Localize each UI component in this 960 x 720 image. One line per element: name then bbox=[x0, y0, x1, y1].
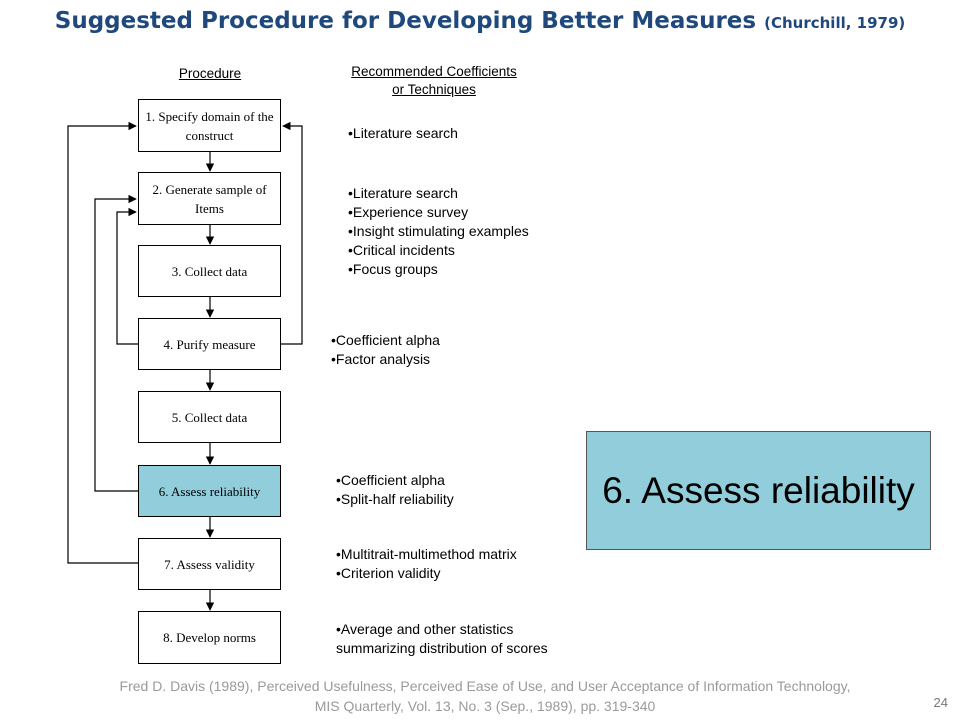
techniques-specify: Literature search bbox=[348, 124, 458, 143]
technique-item: Insight stimulating examples bbox=[348, 222, 529, 241]
loop-reliability-to-generate bbox=[94, 194, 138, 492]
reliability-callout: 6. Assess reliability bbox=[586, 431, 931, 550]
techniques-validity: Multitrait-multimethod matrix Criterion … bbox=[336, 545, 517, 583]
technique-item: Multitrait-multimethod matrix bbox=[336, 545, 517, 564]
technique-item: Literature search bbox=[348, 184, 529, 203]
step-assess-reliability: 6. Assess reliability bbox=[138, 465, 281, 517]
techniques-norms: Average and other statistics summarizing… bbox=[336, 620, 551, 658]
technique-item: Literature search bbox=[348, 124, 458, 143]
footer-line-1: Fred D. Davis (1989), Perceived Usefulne… bbox=[119, 678, 851, 694]
techniques-header-line2: or Techniques bbox=[392, 82, 476, 97]
loop-validity-to-specify bbox=[67, 121, 138, 564]
page-number: 24 bbox=[933, 695, 948, 710]
loop-purify-to-specify bbox=[281, 121, 303, 345]
technique-item: Average and other statistics summarizing… bbox=[336, 620, 551, 658]
step-collect-data-1: 3. Collect data bbox=[138, 245, 281, 297]
step-develop-norms: 8. Develop norms bbox=[138, 611, 281, 664]
techniques-reliability: Coefficient alpha Split-half reliability bbox=[336, 471, 454, 509]
step-specify-domain: 1. Specify domain of the construct bbox=[138, 99, 281, 152]
title-text: Suggested Procedure for Developing Bette… bbox=[54, 8, 757, 34]
technique-item: Coefficient alpha bbox=[331, 331, 440, 350]
footer-line-2: MIS Quarterly, Vol. 13, No. 3 (Sep., 198… bbox=[314, 698, 656, 714]
footer-citation: Fred D. Davis (1989), Perceived Usefulne… bbox=[50, 676, 920, 716]
loop-purify-to-generate bbox=[116, 207, 138, 345]
technique-item: Coefficient alpha bbox=[336, 471, 454, 490]
step-collect-data-2: 5. Collect data bbox=[138, 391, 281, 443]
step-generate-items: 2. Generate sample of Items bbox=[138, 172, 281, 225]
technique-item: Critical incidents bbox=[348, 241, 529, 260]
techniques-header-line1: Recommended Coefficients bbox=[351, 64, 517, 79]
techniques-generate: Literature search Experience survey Insi… bbox=[348, 184, 529, 279]
techniques-header: Recommended Coefficients or Techniques bbox=[318, 63, 550, 99]
technique-item: Factor analysis bbox=[331, 350, 440, 369]
technique-item: Experience survey bbox=[348, 203, 529, 222]
technique-item: Criterion validity bbox=[336, 564, 517, 583]
techniques-purify: Coefficient alpha Factor analysis bbox=[331, 331, 440, 369]
slide-title: Suggested Procedure for Developing Bette… bbox=[0, 8, 960, 34]
technique-item: Focus groups bbox=[348, 260, 529, 279]
step-purify-measure: 4. Purify measure bbox=[138, 318, 281, 370]
procedure-header: Procedure bbox=[178, 66, 242, 81]
title-citation: (Churchill, 1979) bbox=[764, 14, 906, 32]
technique-item: Split-half reliability bbox=[336, 490, 454, 509]
step-assess-validity: 7. Assess validity bbox=[138, 538, 281, 590]
